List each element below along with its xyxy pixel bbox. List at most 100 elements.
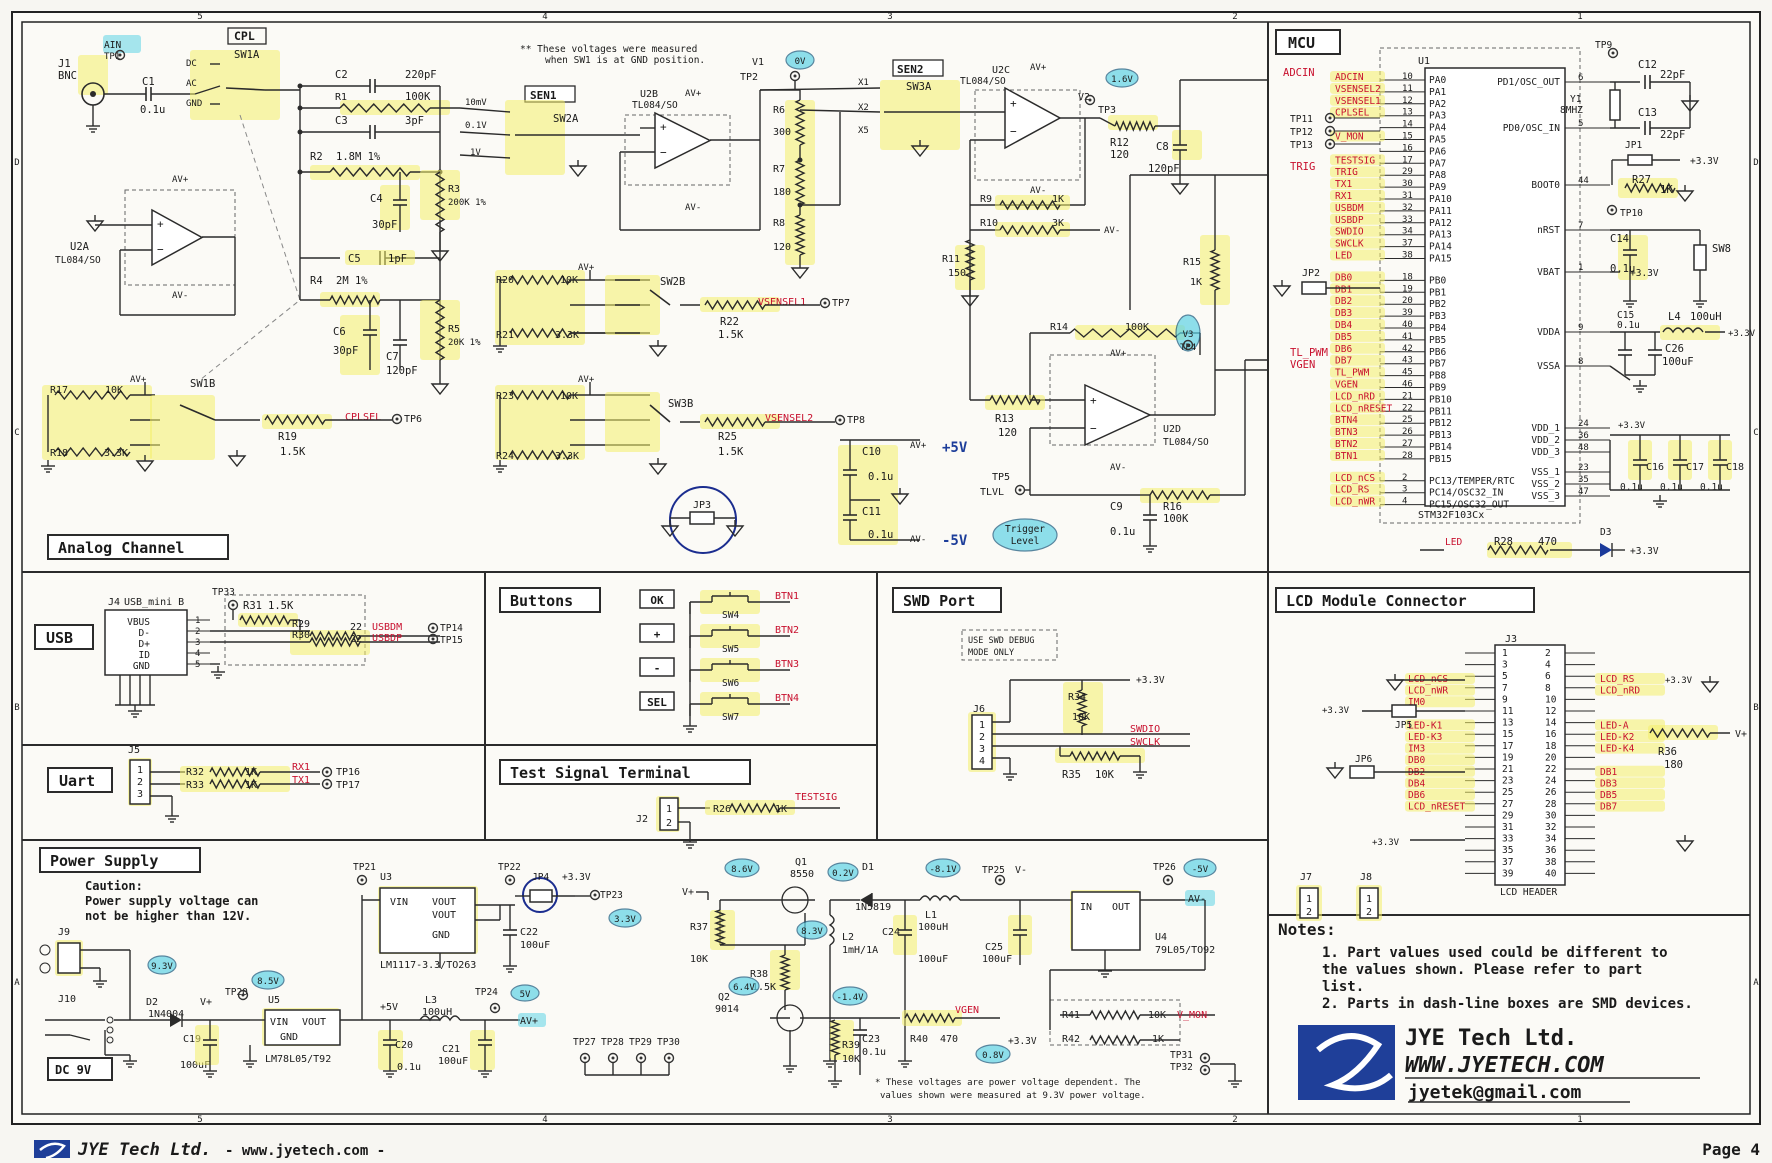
- mcu-pin-number: 19: [1402, 284, 1413, 294]
- ground-icon: [790, 262, 810, 280]
- label-power-d1: D1: [862, 862, 874, 873]
- ground-icon: [1003, 768, 1017, 781]
- label-analog-labels-vv3: V3: [1183, 330, 1194, 340]
- label-analog-labels-sw3a: SW3A: [906, 81, 932, 93]
- mcu-pin-name: PB7: [1429, 359, 1446, 370]
- label-mcu-parts-r28v: 470: [1538, 536, 1557, 548]
- label-analog-labels-c11v: 0.1u: [868, 529, 893, 541]
- mcu-net-label: LCD_nRD: [1335, 391, 1375, 402]
- label-mcu-parts-c26: C26: [1665, 343, 1684, 355]
- label-power-vm5: -5V: [1192, 865, 1209, 875]
- label-power-d2p: 1N4004: [148, 1009, 184, 1020]
- ground-icon: [430, 378, 450, 396]
- label-analog-labels-u2d: U2D: [1163, 424, 1181, 435]
- mcu-net-label: TL_PWM: [1335, 368, 1370, 379]
- label-power-vplus: V+: [682, 887, 694, 898]
- label-mcu-parts-r27v: 1K: [1660, 184, 1673, 196]
- ground-icon: [93, 975, 107, 988]
- mcu-pin-name: VDDA: [1537, 327, 1560, 338]
- resistor-symbol: [704, 416, 766, 428]
- resistor-symbol: [1114, 120, 1156, 132]
- mcu-net-label: DB2: [1335, 296, 1352, 307]
- label-power-r39: R39: [842, 1040, 860, 1051]
- lcd-net-label: DB0: [1408, 755, 1425, 766]
- lcd-pin-number: 3: [1502, 660, 1508, 671]
- label-mcu-parts-tp10: TP10: [1620, 208, 1643, 219]
- label-analog-labels-r20: R20: [496, 275, 514, 286]
- lcd-net-label: LED-A: [1600, 720, 1629, 731]
- label-power-out: OUT: [1112, 902, 1130, 913]
- label-power-l2v: 1mH/1A: [842, 945, 878, 956]
- note-line: 1. Part values used could be different t…: [1322, 945, 1668, 961]
- label-power-c23v: 0.1u: [862, 1047, 886, 1058]
- label-analog-labels-c4v: 30pF: [372, 219, 397, 231]
- label-analog-labels-c1: C1: [142, 76, 155, 88]
- label-power-c19: C19: [183, 1034, 201, 1045]
- lcd-pin-number: 23: [1502, 776, 1513, 787]
- voltage-callout: [251, 970, 285, 990]
- mcu-pin-number: 2: [1402, 473, 1407, 483]
- button-key-label: -: [654, 662, 661, 675]
- test-point-icon: [589, 889, 601, 901]
- column-marker: 5: [197, 12, 202, 22]
- label-power-c25v: 100uF: [982, 954, 1012, 965]
- footer-company: JYE Tech Ltd.: [77, 1140, 211, 1160]
- label-analog-labels-avp: AV+: [172, 175, 189, 185]
- label-mcu-parts-cv: 0.1u: [1660, 482, 1683, 493]
- label-analog-labels-r9: R9: [980, 194, 992, 205]
- mcu-pin-name: VBAT: [1537, 267, 1560, 278]
- button-net-label: BTN3: [775, 659, 799, 670]
- mcu-pin-number: 38: [1402, 251, 1413, 261]
- lcd-pin-number: 29: [1502, 810, 1514, 821]
- label-usb-rv: 22: [350, 634, 362, 645]
- label-analog-labels-r5: R5: [448, 324, 460, 335]
- resistor-symbol: [1649, 727, 1711, 739]
- test-point-icon: [114, 49, 126, 61]
- label-analog-labels-r18: R18: [50, 448, 68, 459]
- label-analog-labels-tp3: TP3: [1098, 105, 1116, 116]
- resistor-symbol: [794, 214, 806, 256]
- lcd-pin-number: 25: [1502, 787, 1513, 798]
- label-analog-labels-avm: AV-: [1110, 463, 1126, 473]
- ground-icon: [430, 245, 450, 263]
- mcu-pin-number: 4: [1402, 497, 1407, 507]
- lcd-pin-number: 16: [1545, 729, 1557, 740]
- test-point-icon: [819, 297, 831, 309]
- ground-icon: [1700, 676, 1720, 694]
- inductor-symbol: [1662, 327, 1704, 334]
- lcd-pin-number: 33: [1502, 834, 1513, 845]
- mcu-pin-name: PB0: [1429, 275, 1446, 286]
- label-swd-swdio: SWDIO: [1130, 724, 1160, 735]
- resistor-symbol: [434, 299, 446, 361]
- label-notes-title: Notes:: [1278, 920, 1336, 939]
- mcu-pin-name: PB6: [1429, 347, 1446, 358]
- mcu-pin-name: PA10: [1429, 194, 1452, 205]
- label-mcu-parts-v33: +3.3V: [1690, 156, 1719, 167]
- section-box-uart: [47, 767, 113, 793]
- label-mcu-parts-d3: D3: [1600, 527, 1611, 538]
- label-power-vmon: V_MON: [1177, 1010, 1207, 1021]
- label-analog-labels-r10: R10: [980, 218, 998, 229]
- label-mcu-parts-cv: 0.1u: [1620, 482, 1643, 493]
- mcu-pin-name: PA14: [1429, 242, 1452, 253]
- column-marker: 4: [542, 1115, 547, 1125]
- mcu-pin-name: PC15/OSC32_OUT: [1429, 500, 1509, 511]
- mcu-pin-number: 26: [1402, 427, 1413, 437]
- mcu-pin-number: 18: [1402, 272, 1413, 282]
- label-lcd-r36v: 180: [1664, 759, 1683, 771]
- dc-jack-label-box: [47, 1057, 113, 1081]
- lcd-net-label: LED-K1: [1408, 720, 1443, 731]
- mcu-pin-name: VDD_2: [1531, 435, 1560, 446]
- label-mcu-parts-v33: +3.3V: [1630, 546, 1659, 557]
- label-analog-labels-u2bp: TL084/SO: [632, 100, 678, 111]
- lcd-pin-number: 2: [1545, 648, 1551, 659]
- lcd-pin-number: 17: [1502, 741, 1513, 752]
- label-test_signal-j2: J2: [636, 814, 648, 825]
- test-point-label: TP29: [629, 1037, 652, 1048]
- label-power-c20v: 0.1u: [397, 1062, 421, 1073]
- test-point-icon: [994, 874, 1006, 886]
- resistor-symbol: [54, 389, 131, 401]
- label-power-u4: U4: [1155, 932, 1167, 943]
- label-mcu-parts-v33: +3.3V: [1728, 329, 1756, 339]
- mcu-pin-name: PB1: [1429, 287, 1446, 298]
